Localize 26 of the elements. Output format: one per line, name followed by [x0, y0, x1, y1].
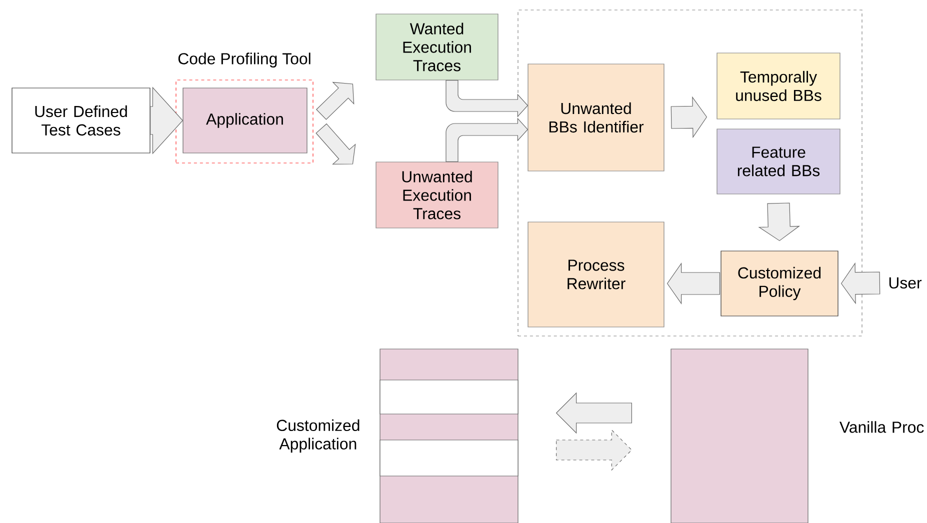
block-arrow	[316, 82, 354, 120]
memory-block	[670, 348, 808, 523]
input-box: User Defined Test Cases	[12, 88, 150, 154]
node-label: Code Profiling Tool	[178, 52, 310, 68]
result-box: Feature related BBs	[716, 128, 840, 194]
block-arrow	[840, 262, 880, 304]
trace-box: Unwanted Execution Traces	[376, 162, 498, 228]
block-arrow	[556, 392, 632, 434]
trace-box: Wanted Execution Traces	[376, 14, 498, 80]
system-frame	[518, 10, 862, 336]
memory-block	[380, 348, 518, 523]
block-arrow	[758, 202, 800, 242]
block-caption: Customized Application	[276, 419, 360, 453]
policy-box: Customized Policy	[720, 250, 838, 316]
block-caption: Vanilla Proc	[840, 421, 924, 433]
process-box: Unwanted BBs Identifier	[528, 64, 664, 172]
block-arrow	[446, 118, 528, 162]
result-box: Temporally unused BBs	[716, 52, 840, 120]
process-box: Process Rewriter	[528, 222, 664, 328]
process-box: Application	[182, 88, 308, 154]
block-arrow	[150, 86, 184, 154]
block-arrow	[666, 262, 720, 304]
actor-label: User	[889, 277, 922, 289]
block-arrow	[556, 429, 632, 471]
block-arrow	[670, 96, 708, 138]
block-arrow	[446, 80, 528, 117]
